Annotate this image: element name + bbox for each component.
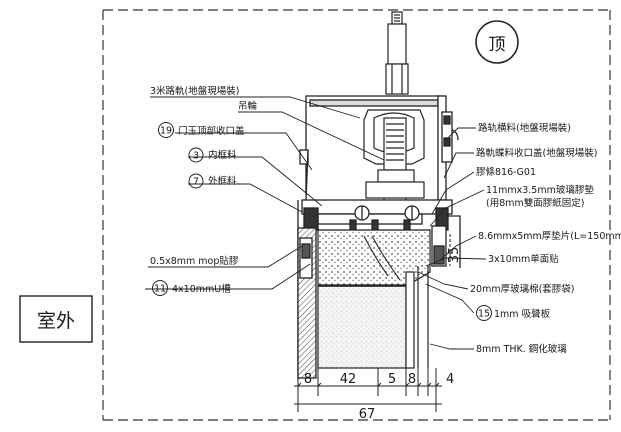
svg-text:3米路軌(地盤現場裝): 3米路軌(地盤現場裝) [150, 85, 239, 97]
svg-text:路轨横料(地盤現場裝): 路轨横料(地盤現場裝) [478, 122, 571, 134]
dimension-lines [294, 234, 451, 412]
svg-text:35: 35 [447, 247, 462, 264]
svg-text:67: 67 [359, 407, 376, 422]
border-frame [102, 9, 611, 421]
svg-text:19: 19 [160, 126, 172, 137]
svg-text:(用8mm雙面膠紙固定): (用8mm雙面膠紙固定) [486, 197, 584, 209]
svg-text:3: 3 [193, 151, 199, 162]
svg-text:3x10mm单面贴: 3x10mm单面贴 [488, 253, 559, 265]
svg-text:42: 42 [340, 372, 357, 387]
labels-right: 路轨横料(地盤現場裝) 路軌蝶料收口盖(地盤現場裝) 膠條816-G01 11m… [470, 122, 621, 355]
svg-text:内框料: 内框料 [208, 149, 237, 161]
svg-text:8: 8 [304, 372, 312, 387]
svg-text:8: 8 [408, 372, 416, 387]
hanger-rod [385, 11, 409, 95]
svg-text:8mm THK. 鋼化玻璃: 8mm THK. 鋼化玻璃 [476, 343, 567, 355]
svg-text:4x10mmU槽: 4x10mmU槽 [172, 283, 231, 295]
svg-text:门玉顶部收口盖: 门玉顶部收口盖 [178, 125, 245, 137]
svg-text:室外: 室外 [37, 310, 75, 332]
labels-left: 3米路軌(地盤現場裝) 吊輪 19 门玉顶部收口盖 3 内框料 7 外框料 0.… [150, 85, 258, 296]
svg-text:15: 15 [478, 309, 490, 320]
callout-3 [188, 147, 204, 163]
insulation-core [317, 229, 431, 286]
svg-text:7: 7 [193, 177, 199, 188]
callout-7 [188, 173, 204, 189]
outdoor-box: 室外 [19, 295, 93, 343]
svg-text:20mm厚玻璃棉(套膠袋): 20mm厚玻璃棉(套膠袋) [470, 283, 575, 295]
svg-text:8.6mmx5mm厚垫片(L=150mm): 8.6mmx5mm厚垫片(L=150mm) [478, 230, 621, 242]
svg-text:0.5x8mm mop貼膠: 0.5x8mm mop貼膠 [150, 255, 239, 267]
svg-text:11: 11 [154, 284, 166, 295]
svg-text:路軌蝶料收口盖(地盤現場裝): 路軌蝶料收口盖(地盤現場裝) [476, 147, 597, 159]
top-badge: 顶 [475, 20, 519, 64]
svg-text:1mm 吸聲板: 1mm 吸聲板 [494, 308, 551, 320]
frame-profiles [297, 200, 461, 380]
svg-text:膠條816-G01: 膠條816-G01 [476, 166, 536, 178]
callout-15 [476, 305, 492, 321]
svg-text:5: 5 [388, 372, 396, 387]
svg-text:吊輪: 吊輪 [238, 100, 258, 112]
svg-text:顶: 顶 [489, 35, 506, 55]
door-leaf-top [301, 199, 453, 239]
svg-text:11mmx3.5mm玻璃膠墊: 11mmx3.5mm玻璃膠墊 [486, 184, 594, 196]
leader-lines [145, 96, 487, 350]
callout-19 [158, 122, 174, 138]
glass-pane [317, 266, 429, 369]
dimension-texts: 8 42 5 8 4 67 35 [304, 247, 462, 422]
svg-text:4: 4 [446, 372, 454, 387]
callout-11 [152, 280, 168, 296]
svg-text:外框料: 外框料 [208, 175, 237, 187]
trolley-assembly [363, 109, 425, 216]
